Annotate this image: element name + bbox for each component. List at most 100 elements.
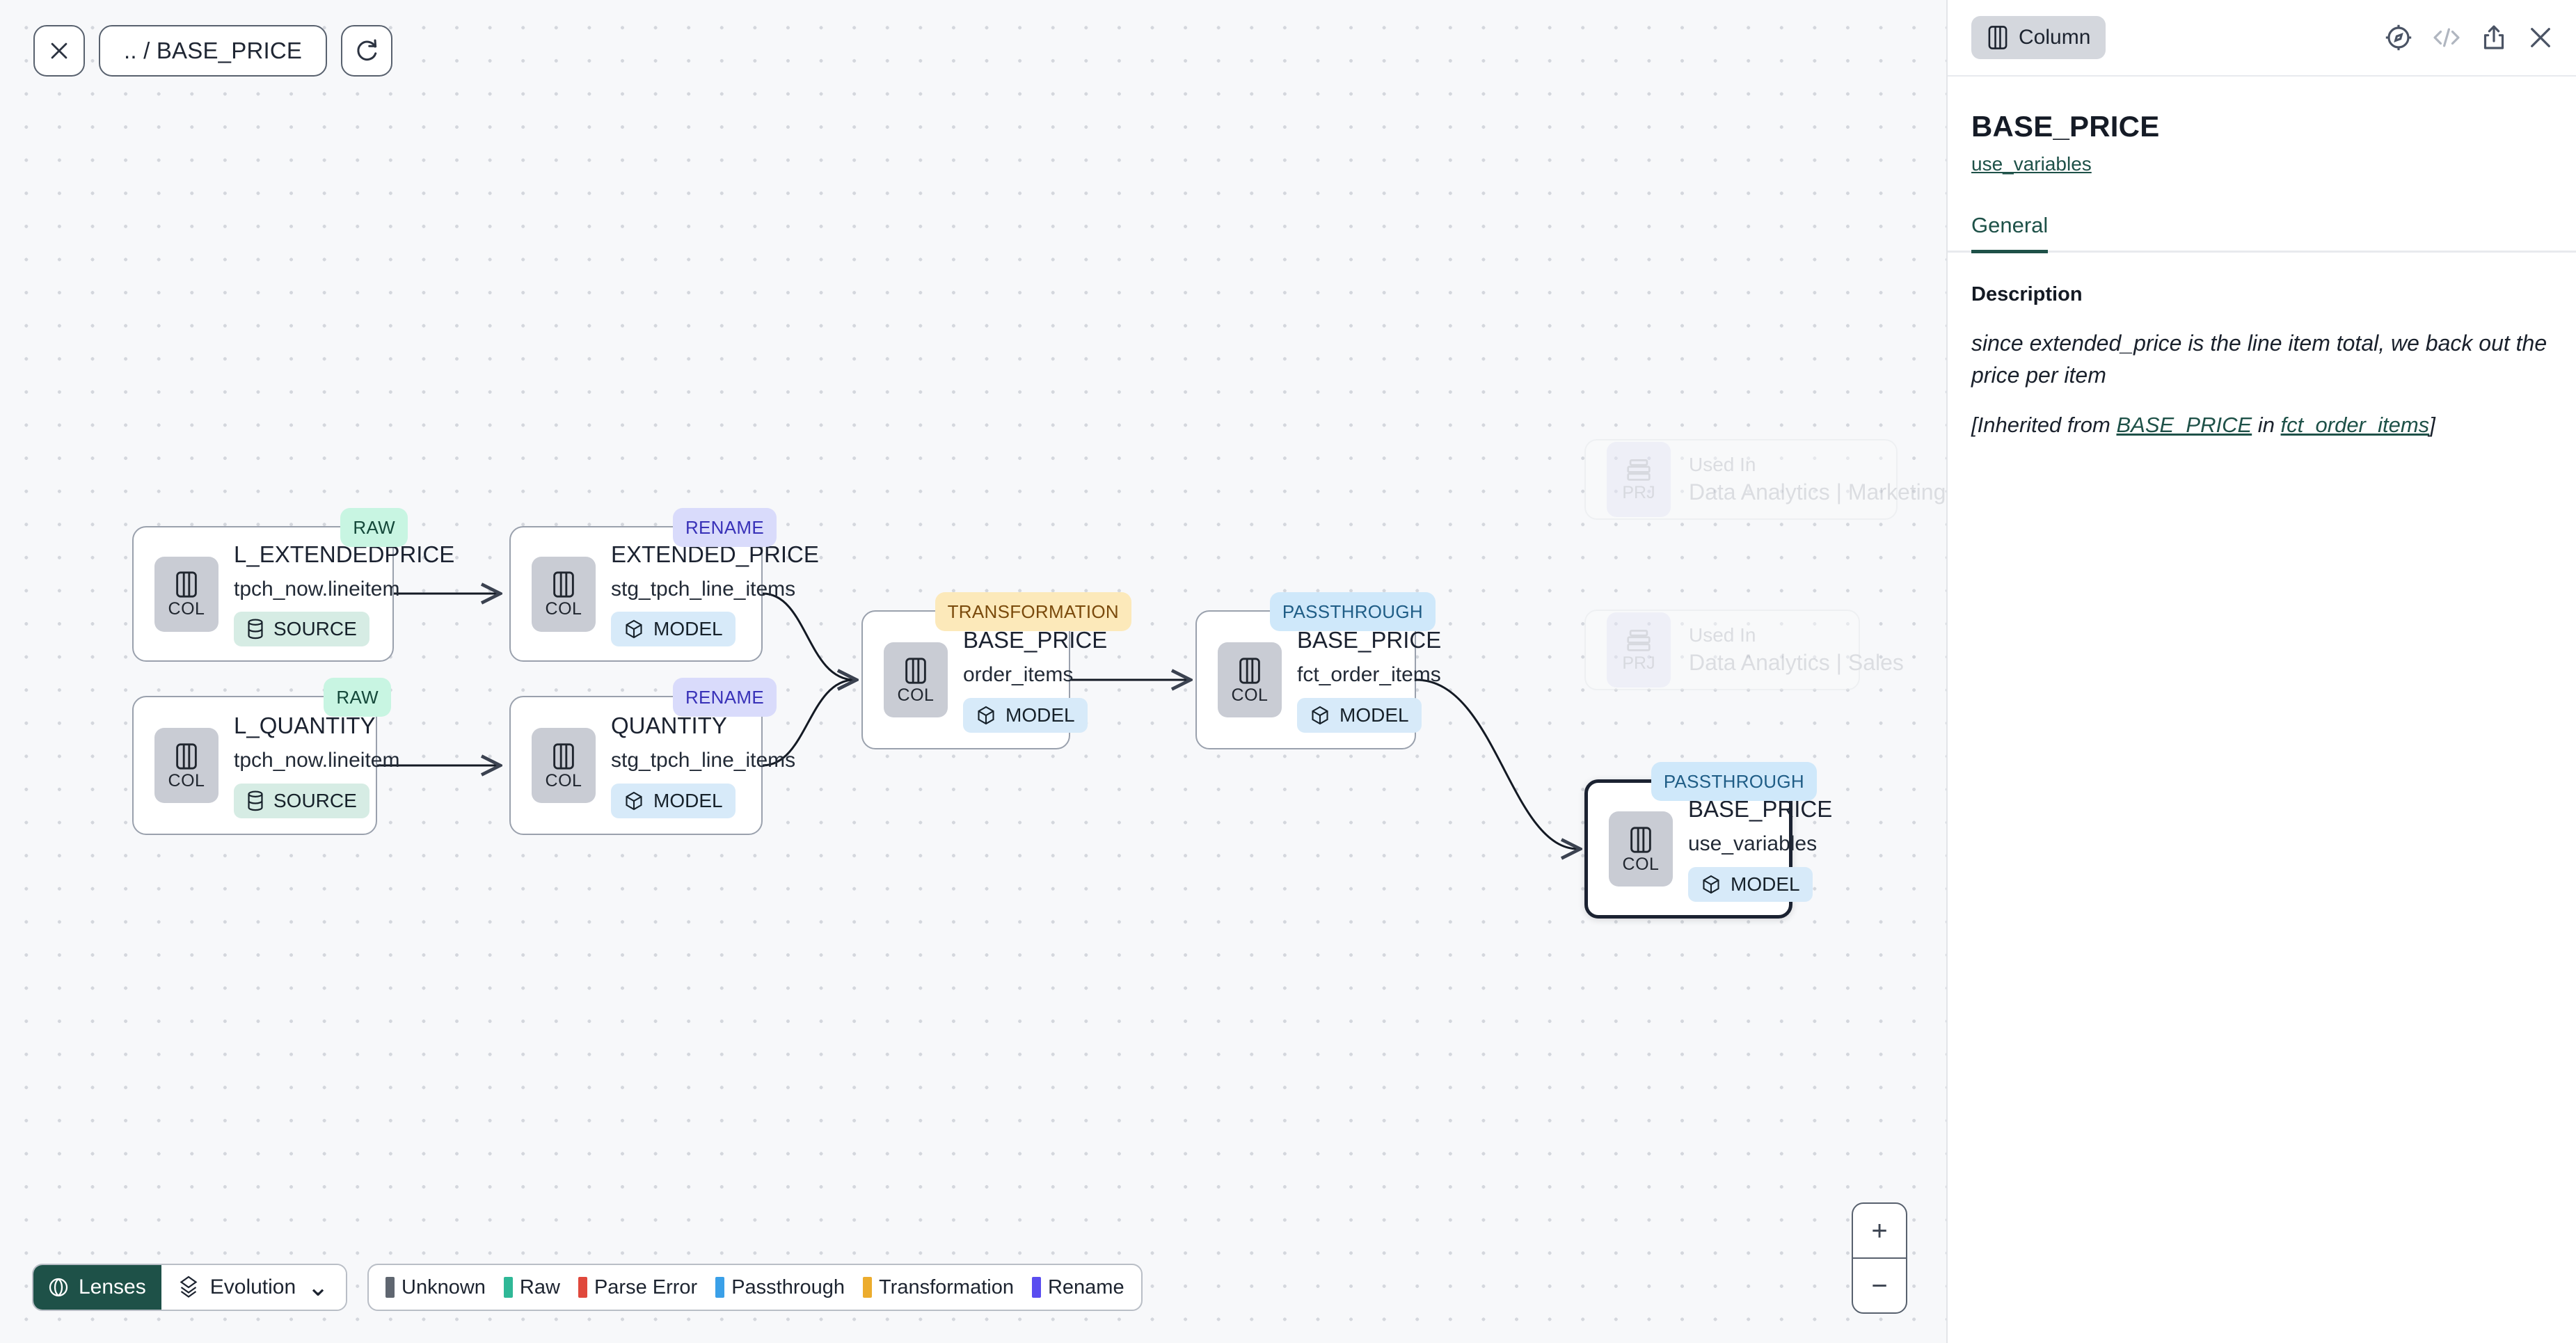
legend-item-passthrough[interactable]: Passthrough xyxy=(715,1276,845,1299)
node-subtitle: use_variables xyxy=(1688,832,1818,856)
node-title: BASE_PRICE xyxy=(963,627,1108,653)
materialization-label: MODEL xyxy=(1339,704,1409,726)
legend-item-parse-error[interactable]: Parse Error xyxy=(578,1276,697,1299)
code-icon[interactable] xyxy=(2431,23,2462,52)
status-legend: Unknown Raw Parse Error Passthrough Tran… xyxy=(367,1264,1143,1311)
materialization-label: SOURCE xyxy=(273,789,357,811)
canvas-toolbar: .. / BASE_PRICE xyxy=(33,25,393,77)
cube-icon xyxy=(1312,706,1328,724)
project-chip-label: PRJ xyxy=(1622,653,1655,673)
lenses-label: Lenses xyxy=(79,1276,146,1298)
breadcrumb[interactable]: .. / BASE_PRICE xyxy=(99,25,328,77)
cube-icon xyxy=(626,620,642,639)
materialization-pill: MODEL xyxy=(611,783,736,818)
legend-swatch xyxy=(385,1277,395,1298)
detail-panel: Column xyxy=(1946,0,2576,1343)
lens-icon xyxy=(49,1278,68,1297)
used-in-value: Data Analytics | Sales xyxy=(1689,650,1904,676)
parent-model-link[interactable]: use_variables xyxy=(1971,153,2092,175)
lineage-node-base-price-fct-order-items[interactable]: PASSTHROUGH COL BASE_PRICE fct_order_ite… xyxy=(1195,592,1441,749)
materialization-pill: MODEL xyxy=(1297,697,1422,733)
legend-label: Raw xyxy=(519,1276,560,1298)
column-chip-label: COL xyxy=(545,770,582,790)
lineage-node-base-price-use-variables[interactable]: PASSTHROUGH COL BASE_PRICE use_variables xyxy=(1584,762,1832,919)
node-title: L_EXTENDEDPRICE xyxy=(234,541,455,567)
description-label: Description xyxy=(1971,283,2083,305)
node-badge: RAW xyxy=(340,508,408,547)
legend-label: Passthrough xyxy=(731,1276,845,1298)
materialization-pill: MODEL xyxy=(963,697,1088,733)
materialization-label: MODEL xyxy=(1731,873,1800,895)
lens-group: Lenses Evolution ⌄ xyxy=(32,1264,348,1311)
legend-item-rename[interactable]: Rename xyxy=(1031,1276,1124,1299)
evolution-icon xyxy=(180,1276,198,1298)
materialization-pill: SOURCE xyxy=(234,783,369,818)
evolution-label: Evolution xyxy=(209,1276,296,1298)
cube-icon xyxy=(626,791,642,810)
lineage-node-base-price-order-items[interactable]: TRANSFORMATION COL BASE_PRICE order_item… xyxy=(861,592,1131,749)
legend-swatch xyxy=(578,1277,587,1298)
legend-item-raw[interactable]: Raw xyxy=(503,1276,560,1299)
column-chip: COL xyxy=(884,642,948,717)
materialization-label: MODEL xyxy=(1005,704,1075,726)
legend-label: Rename xyxy=(1047,1276,1124,1298)
refresh-icon xyxy=(357,39,377,61)
legend-swatch xyxy=(715,1277,725,1298)
lenses-button[interactable]: Lenses xyxy=(33,1265,161,1310)
legend-label: Unknown xyxy=(401,1276,486,1298)
lineage-node-l-extendedprice[interactable]: RAW COL L_EXTENDEDPRICE tpch_now.lineite… xyxy=(132,508,454,662)
bottom-bar: Lenses Evolution ⌄ Unknown Raw xyxy=(32,1264,1143,1311)
zoom-out-button[interactable]: − xyxy=(1871,1270,1888,1301)
inherited-column-link[interactable]: BASE_PRICE xyxy=(2116,412,2252,437)
column-chip: COL xyxy=(154,556,218,632)
materialization-pill: MODEL xyxy=(611,612,736,647)
used-in-card[interactable]: PRJ Used In Data Analytics | Sales xyxy=(1584,610,1904,690)
zoom-in-button[interactable]: + xyxy=(1853,1204,1906,1259)
node-title: BASE_PRICE xyxy=(1297,627,1442,653)
close-lineage-button[interactable] xyxy=(33,25,85,77)
cube-icon xyxy=(1703,875,1719,893)
node-subtitle: fct_order_items xyxy=(1297,663,1441,687)
project-chip-label: PRJ xyxy=(1622,482,1655,502)
materialization-label: MODEL xyxy=(653,789,723,811)
legend-item-transformation[interactable]: Transformation xyxy=(863,1276,1014,1299)
lineage-canvas[interactable]: PRJ Used In Data Analytics | Marketing P… xyxy=(0,0,1946,1343)
legend-item-unknown[interactable]: Unknown xyxy=(385,1276,486,1299)
node-title: QUANTITY xyxy=(611,713,727,739)
zoom-controls: + − xyxy=(1852,1202,1907,1314)
explore-icon[interactable] xyxy=(2384,23,2413,52)
close-icon[interactable] xyxy=(2526,23,2555,52)
column-chip-label: COL xyxy=(1622,854,1660,874)
column-chip-label: COL xyxy=(897,685,935,705)
refresh-button[interactable] xyxy=(341,25,393,77)
lineage-node-l-quantity[interactable]: RAW COL L_QUANTITY tpch_now.lineitem xyxy=(132,678,399,835)
detail-panel-actions xyxy=(2384,23,2555,52)
project-chip: PRJ xyxy=(1607,612,1671,688)
tab-general[interactable]: General xyxy=(1971,213,2049,253)
column-chip: COL xyxy=(154,728,218,803)
page-title: BASE_PRICE xyxy=(1971,110,2160,143)
inherited-middle: in xyxy=(2252,412,2281,437)
node-subtitle: order_items xyxy=(963,663,1074,687)
used-in-label: Used In xyxy=(1689,623,1756,646)
inherited-prefix: [Inherited from xyxy=(1971,412,2117,437)
node-badge: PASSTHROUGH xyxy=(1651,762,1817,801)
used-in-card[interactable]: PRJ Used In Data Analytics | Marketing xyxy=(1584,439,1946,520)
project-chip: PRJ xyxy=(1607,442,1671,517)
lineage-node-quantity[interactable]: RENAME COL QUANTITY stg_tpch_line_items xyxy=(509,678,795,835)
lineage-node-extended-price[interactable]: RENAME COL EXTENDED_PRICE stg_tpch_line_… xyxy=(509,508,819,662)
node-badge: TRANSFORMATION xyxy=(935,592,1131,631)
inherited-model-link[interactable]: fct_order_items xyxy=(2280,412,2430,437)
column-icon xyxy=(1988,26,2007,49)
node-badge: RAW xyxy=(324,678,391,717)
cube-icon xyxy=(978,706,994,724)
node-badge: PASSTHROUGH xyxy=(1269,592,1436,631)
node-badge: RENAME xyxy=(672,678,777,717)
evolution-dropdown[interactable]: Evolution ⌄ xyxy=(161,1265,347,1310)
share-icon[interactable] xyxy=(2480,23,2508,52)
materialization-label: MODEL xyxy=(653,618,723,640)
node-subtitle: stg_tpch_line_items xyxy=(611,577,796,601)
used-in-value: Data Analytics | Marketing xyxy=(1689,479,1946,505)
column-chip: COL xyxy=(532,728,596,803)
chevron-down-icon: ⌄ xyxy=(307,1272,330,1302)
